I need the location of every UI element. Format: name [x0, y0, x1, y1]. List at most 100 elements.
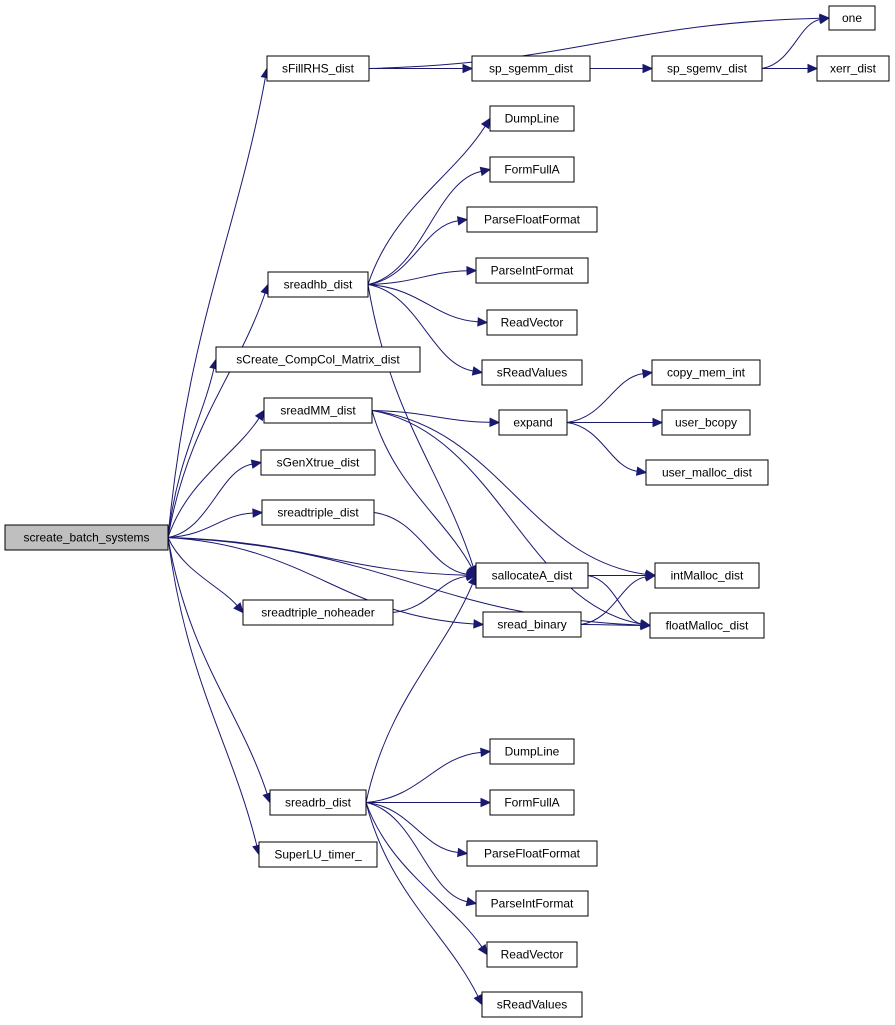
- edge-screate-batch-systems-to-sreadhb-dist: [167, 283, 270, 538]
- node-sfillrhs-dist[interactable]: sFillRHS_dist: [266, 55, 370, 82]
- node-label: DumpLine: [505, 745, 560, 759]
- node-box: [661, 409, 751, 436]
- node-box: [258, 841, 378, 868]
- node-label: sreadtriple_noheader: [261, 606, 374, 620]
- node-box: [260, 449, 376, 476]
- edge-sreadhb-dist-to-parsefloatformat: [367, 216, 469, 285]
- node-box: [267, 271, 369, 298]
- node-expand[interactable]: expand: [498, 409, 568, 436]
- node-label: one: [842, 11, 862, 25]
- node-dumpline-2[interactable]: DumpLine: [489, 738, 575, 765]
- edge-sfillrhs-dist-to-sp-sgemm-dist: [368, 63, 474, 74]
- node-screate-batch-systems[interactable]: screate_batch_systems: [4, 524, 169, 551]
- edge-sallocatea-dist-to-intmalloc-dist: [588, 570, 657, 581]
- node-label: ReadVector: [501, 948, 564, 962]
- node-label: sp_sgemm_dist: [489, 62, 574, 76]
- node-box: [481, 359, 583, 386]
- node-floatmalloc-dist[interactable]: floatMalloc_dist: [649, 612, 765, 639]
- node-parsefloatformat-1[interactable]: ParseFloatFormat: [466, 206, 598, 233]
- node-sreadmm-dist[interactable]: sreadMM_dist: [263, 397, 373, 424]
- node-one[interactable]: one: [828, 5, 876, 31]
- edge-sallocatea-dist-to-floatmalloc-dist: [587, 575, 652, 629]
- edge-sreadrb-dist-to-sreadvalues: [365, 802, 483, 1006]
- node-label: ParseFloatFormat: [484, 213, 581, 227]
- node-xerr-dist[interactable]: xerr_dist: [816, 55, 890, 82]
- node-sread-binary[interactable]: sread_binary: [482, 611, 582, 638]
- node-label: sreadrb_dist: [285, 796, 352, 810]
- node-user-bcopy[interactable]: user_bcopy: [661, 409, 751, 436]
- node-parseintformat-1[interactable]: ParseIntFormat: [475, 257, 589, 284]
- node-sreadrb-dist[interactable]: sreadrb_dist: [269, 789, 367, 816]
- node-label: ParseFloatFormat: [484, 847, 581, 861]
- node-sreadhb-dist[interactable]: sreadhb_dist: [267, 271, 369, 298]
- node-label: FormFullA: [504, 163, 559, 177]
- node-parsefloatformat-2[interactable]: ParseFloatFormat: [466, 840, 598, 867]
- node-sp-sgemm-dist[interactable]: sp_sgemm_dist: [471, 55, 591, 82]
- node-user-malloc-dist[interactable]: user_malloc_dist: [645, 459, 769, 486]
- node-box: [471, 55, 591, 82]
- edge-sreadtriple-dist-to-sallocatea-dist: [373, 512, 478, 579]
- edge-sreadrb-dist-to-parsefloatformat: [365, 802, 469, 858]
- node-label: sCreate_CompCol_Matrix_dist: [236, 353, 400, 367]
- node-formfulla-2[interactable]: FormFullA: [489, 789, 575, 816]
- node-box: [816, 55, 890, 82]
- node-label: sreadtriple_dist: [277, 506, 359, 520]
- node-sreadtriple-noheader[interactable]: sreadtriple_noheader: [242, 599, 394, 626]
- node-label: ReadVector: [501, 316, 564, 330]
- node-sreadvalues-2[interactable]: sReadValues: [481, 991, 583, 1018]
- node-box: [486, 309, 578, 336]
- node-box: [269, 789, 367, 816]
- node-sp-sgemv-dist[interactable]: sp_sgemv_dist: [651, 55, 763, 82]
- node-box: [475, 257, 589, 284]
- node-box: [489, 105, 575, 132]
- node-label: DumpLine: [505, 112, 560, 126]
- edge-screate-batch-systems-to-sreadtriple-noheader: [167, 537, 244, 614]
- node-label: floatMalloc_dist: [666, 619, 749, 633]
- edge-screate-batch-systems-to-superlu-timer: [167, 537, 262, 856]
- node-box: [654, 562, 760, 589]
- edge-sreadmm-dist-to-intmalloc-dist: [371, 410, 657, 580]
- edge-screate-batch-systems-to-sreadrb-dist: [167, 537, 272, 804]
- edge-sp-sgemv-dist-to-one: [761, 14, 831, 69]
- edge-screate-batch-systems-to-sreadmm-dist: [167, 409, 265, 538]
- node-dumpline-1[interactable]: DumpLine: [489, 105, 575, 132]
- node-box: [482, 611, 582, 638]
- node-box: [263, 397, 373, 424]
- node-label: xerr_dist: [830, 62, 877, 76]
- node-formfulla-1[interactable]: FormFullA: [489, 156, 575, 183]
- node-box: [475, 890, 589, 917]
- node-copy-mem-int[interactable]: copy_mem_int: [651, 359, 761, 386]
- node-sreadtriple-dist[interactable]: sreadtriple_dist: [261, 499, 375, 526]
- node-intmalloc-dist[interactable]: intMalloc_dist: [654, 562, 760, 589]
- node-label: sreadMM_dist: [280, 404, 356, 418]
- node-box: [645, 459, 769, 486]
- node-sallocatea-dist[interactable]: sallocateA_dist: [475, 562, 589, 589]
- node-readvector-1[interactable]: ReadVector: [486, 309, 578, 336]
- node-label: sp_sgemv_dist: [667, 62, 748, 76]
- node-box: [651, 55, 763, 82]
- edge-screate-batch-systems-to-sreadtriple-dist: [167, 508, 264, 538]
- node-parseintformat-2[interactable]: ParseIntFormat: [475, 890, 589, 917]
- edge-expand-to-user-malloc-dist: [566, 422, 648, 476]
- node-box: [489, 156, 575, 183]
- node-label: expand: [513, 416, 552, 430]
- node-label: user_malloc_dist: [662, 466, 753, 480]
- node-label: user_bcopy: [675, 416, 737, 430]
- edge-sreadrb-dist-to-readvector: [365, 802, 488, 956]
- node-superlu-timer[interactable]: SuperLU_timer_: [258, 841, 378, 868]
- node-box: [489, 789, 575, 816]
- node-label: FormFullA: [504, 796, 559, 810]
- edge-sreadmm-dist-to-sallocatea-dist: [371, 410, 477, 577]
- node-screate-compcol-matrix-dist[interactable]: sCreate_CompCol_Matrix_dist: [215, 346, 421, 373]
- node-readvector-2[interactable]: ReadVector: [486, 941, 578, 968]
- node-label: ParseIntFormat: [491, 897, 574, 911]
- node-label: sread_binary: [497, 618, 566, 632]
- node-box: [215, 346, 421, 373]
- node-sreadvalues-1[interactable]: sReadValues: [481, 359, 583, 386]
- node-sgenxtrue-dist[interactable]: sGenXtrue_dist: [260, 449, 376, 476]
- node-box: [466, 206, 598, 233]
- node-label: sReadValues: [497, 998, 568, 1012]
- node-box: [828, 5, 876, 31]
- node-label: sReadValues: [497, 366, 568, 380]
